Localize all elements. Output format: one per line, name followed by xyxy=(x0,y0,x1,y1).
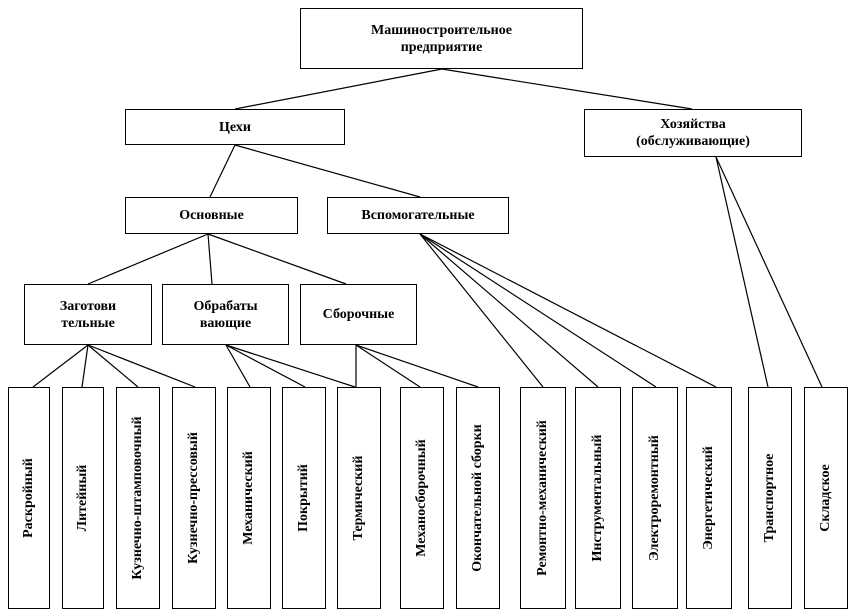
leaf-forging-pressing: Кузнечно-прессовый xyxy=(172,387,216,609)
auxiliary-node: Вспомогательные xyxy=(327,197,509,234)
leaf-thermal: Термический xyxy=(337,387,381,609)
root-node: Машиностроительное предприятие xyxy=(300,8,583,69)
households-label-line1: Хозяйства xyxy=(660,117,726,132)
shops-node: Цехи xyxy=(125,109,345,145)
leaf-label: Механосборочный xyxy=(414,439,429,557)
leaf-label: Энергетический xyxy=(701,446,716,550)
leaf-energy: Энергетический xyxy=(686,387,732,609)
leaf-label: Механический xyxy=(241,451,256,545)
leaf-transport: Транспортное xyxy=(748,387,792,609)
leaf-warehouse: Складское xyxy=(804,387,848,609)
leaf-label: Складское xyxy=(818,464,833,532)
procurement-label-line1: Заготови xyxy=(59,298,117,314)
leaf-label: Термический xyxy=(351,455,366,541)
processing-label-line1: Обрабаты xyxy=(193,298,258,314)
assembly-label: Сборочные xyxy=(322,307,395,322)
leaf-mechanical-assembly: Механосборочный xyxy=(400,387,444,609)
leaf-mechanical: Механический xyxy=(227,387,271,609)
root-label-line2: предприятие xyxy=(400,39,483,55)
processing-label-line2: вающие xyxy=(199,315,252,331)
leaf-label: Ремонтно-механический xyxy=(535,420,550,576)
leaf-label: Окончательной сборки xyxy=(470,424,485,572)
leaf-label: Кузнечно-штамповочный xyxy=(130,416,145,580)
procurement-label-line2: тельные xyxy=(61,315,115,331)
auxiliary-label: Вспомогательные xyxy=(361,208,475,223)
root-label-line1: Машиностроительное xyxy=(371,22,512,38)
leaf-foundry: Литейный xyxy=(62,387,104,609)
leaf-label: Транспортное xyxy=(762,453,777,543)
shops-label: Цехи xyxy=(219,119,251,135)
leaf-tooling: Инструментальный xyxy=(575,387,621,609)
leaf-coatings: Покрытий xyxy=(282,387,326,609)
leaf-label: Электроремонтный xyxy=(647,435,662,561)
leaf-final-assembly: Окончательной сборки xyxy=(456,387,500,609)
processing-node: Обрабаты вающие xyxy=(162,284,289,345)
leaf-forging-stamping: Кузнечно-штамповочный xyxy=(116,387,160,609)
leaf-label: Кузнечно-прессовый xyxy=(186,432,201,564)
leaf-label: Литейный xyxy=(75,464,90,532)
leaf-electrical-repair: Электроремонтный xyxy=(632,387,678,609)
main-node: Основные xyxy=(125,197,298,234)
leaf-label: Инструментальный xyxy=(590,434,605,562)
main-label: Основные xyxy=(179,208,244,223)
households-label-line2: (обслуживающие) xyxy=(636,134,750,149)
leaf-cutting: Раскройный xyxy=(8,387,50,609)
leaf-repair-mechanical: Ремонтно-механический xyxy=(520,387,566,609)
leaf-label: Раскройный xyxy=(21,458,36,538)
leaf-label: Покрытий xyxy=(296,464,311,532)
households-node: Хозяйства (обслуживающие) xyxy=(584,109,802,157)
procurement-node: Заготови тельные xyxy=(24,284,152,345)
assembly-node: Сборочные xyxy=(300,284,417,345)
